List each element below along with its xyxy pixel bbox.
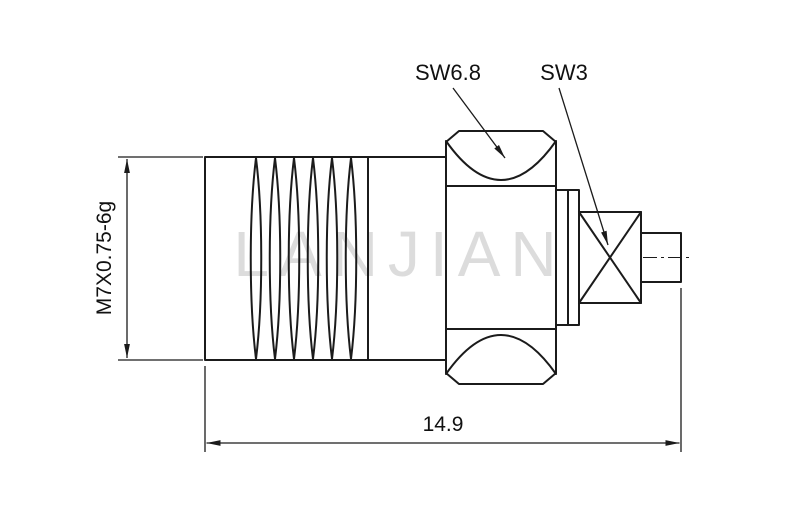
pin-section bbox=[640, 232, 692, 283]
sw3-outline bbox=[578, 211, 642, 304]
connector-body bbox=[204, 130, 692, 385]
leader-line bbox=[452, 87, 506, 159]
extension-lines bbox=[118, 156, 203, 361]
hex-facet-arcs bbox=[445, 140, 557, 375]
dimension-thread-diameter: M7X0.75-6g bbox=[93, 156, 203, 361]
extension-lines bbox=[204, 288, 682, 452]
watermark-text: LANJIAN bbox=[233, 218, 566, 290]
hex-section-sw68 bbox=[445, 130, 557, 385]
overall-length-label: 14.9 bbox=[423, 413, 464, 436]
hex-outline bbox=[445, 130, 557, 385]
groove-section bbox=[555, 189, 580, 326]
hex-facet-lines bbox=[445, 185, 557, 330]
threaded-section bbox=[204, 156, 447, 361]
thread-crests bbox=[249, 157, 358, 360]
groove-outline bbox=[555, 189, 580, 326]
wrench-flat-cross bbox=[578, 211, 642, 304]
leader-sw3: SW3 bbox=[540, 60, 609, 246]
sw3-label: SW3 bbox=[540, 60, 588, 85]
leader-line bbox=[558, 87, 609, 246]
sw68-label: SW6.8 bbox=[415, 60, 481, 85]
thread-spec-label: M7X0.75-6g bbox=[93, 201, 116, 315]
hex-section-sw3 bbox=[578, 211, 642, 304]
dimension-overall-length: 14.9 bbox=[204, 288, 682, 452]
leader-sw68: SW6.8 bbox=[415, 60, 506, 159]
body-outline bbox=[204, 156, 447, 361]
